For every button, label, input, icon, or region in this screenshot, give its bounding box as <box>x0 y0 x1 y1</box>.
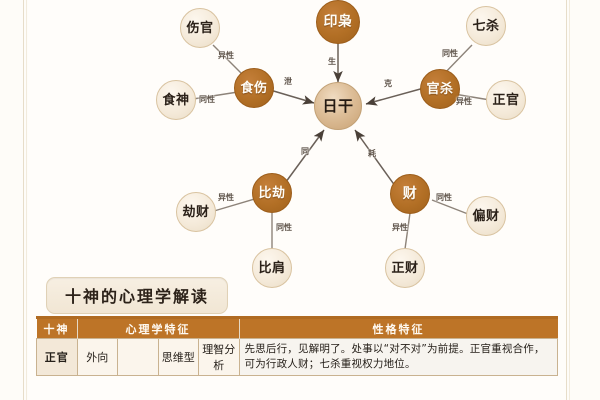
table-body: 正官 外向 思维型 理智分析 先思后行，见解明了。处事以“对不对”为前提。正官重… <box>36 338 558 376</box>
node-cai[interactable]: 财 <box>390 174 430 214</box>
node-label: 劫财 <box>182 204 210 220</box>
node-shishang[interactable]: 食伤 <box>234 68 274 108</box>
page-rule-left-inner <box>26 0 27 400</box>
content-canvas: 日干 印枭 生 食伤 泄 伤官 异性 食神 同性 官杀 克 <box>28 0 566 400</box>
node-label: 日干 <box>322 96 354 115</box>
node-zhengcai[interactable]: 正财 <box>385 248 425 288</box>
node-label: 七杀 <box>472 18 500 34</box>
node-label: 印枭 <box>323 14 353 30</box>
edge-label-tong: 同 <box>301 147 309 156</box>
edge-label-guansha-zhengguan: 异性 <box>456 97 472 106</box>
node-yinxiao[interactable]: 印枭 <box>316 0 360 44</box>
node-label: 食伤 <box>240 80 268 96</box>
section-title-psychology-reading: 十神的心理学解读 <box>46 277 229 314</box>
table-header-shishen: 十神 <box>36 319 78 339</box>
node-label: 正财 <box>391 260 419 276</box>
cell-type: 思维型 <box>157 338 199 376</box>
node-label: 比肩 <box>258 260 286 276</box>
ten-gods-table-wrapper: 十神 心理学特征 性格特征 正官 外向 思维型 理智分析 先思后行，见解明了。处… <box>36 316 558 376</box>
edge-label-bijie-jiecai: 异性 <box>218 193 234 202</box>
node-zhengguan[interactable]: 正官 <box>486 80 526 120</box>
cell-blank <box>117 338 159 376</box>
edge-label-xie: 泄 <box>284 77 292 86</box>
node-label: 财 <box>402 186 418 202</box>
node-bijian[interactable]: 比肩 <box>252 248 292 288</box>
node-label: 官杀 <box>426 81 454 97</box>
cell-mode: 理智分析 <box>198 338 240 376</box>
edge-label-sheng: 生 <box>328 57 336 66</box>
node-label: 偏财 <box>472 208 500 224</box>
edge-label-cai-zhengcai: 异性 <box>392 223 408 232</box>
table-header-row: 十神 心理学特征 性格特征 <box>36 319 558 339</box>
node-piancai[interactable]: 偏财 <box>466 196 506 236</box>
node-hub-riGan[interactable]: 日干 <box>314 82 362 130</box>
ten-gods-relationship-diagram: 日干 印枭 生 食伤 泄 伤官 异性 食神 同性 官杀 克 <box>28 0 566 288</box>
page-rule-right-inner <box>569 0 570 400</box>
page-rule-left-outer <box>23 0 24 400</box>
cell-description: 先思后行，见解明了。处事以“对不对”为前提。正官重视合作，可为行政人财；七杀重视… <box>238 338 558 376</box>
edge-label-hao: 耗 <box>368 149 376 158</box>
node-shishen[interactable]: 食神 <box>156 80 196 120</box>
edge-label-bijie-bijian: 同性 <box>276 223 292 232</box>
edge-label-shishang-shangguan: 异性 <box>218 51 234 60</box>
cell-orientation: 外向 <box>76 338 118 376</box>
node-bijie[interactable]: 比劫 <box>252 173 292 213</box>
node-qisha[interactable]: 七杀 <box>466 6 506 46</box>
node-label: 伤官 <box>186 20 214 36</box>
edge-label-ke: 克 <box>384 79 392 88</box>
node-jiecai[interactable]: 劫财 <box>176 192 216 232</box>
page-rule-right-outer <box>566 0 567 400</box>
table-header-personality-traits: 性格特征 <box>239 319 558 339</box>
table-header-psych-traits: 心理学特征 <box>77 319 240 339</box>
node-guansha[interactable]: 官杀 <box>420 69 460 109</box>
node-shangguan[interactable]: 伤官 <box>180 8 220 48</box>
table-head: 十神 心理学特征 性格特征 <box>36 319 558 339</box>
node-label: 比劫 <box>258 185 286 201</box>
edge-label-guansha-qisha: 同性 <box>442 49 458 58</box>
edge-label-shishang-shishen: 同性 <box>199 95 215 104</box>
section-title-text: 十神的心理学解读 <box>65 287 210 306</box>
ten-gods-table: 十神 心理学特征 性格特征 正官 外向 思维型 理智分析 先思后行，见解明了。处… <box>36 319 558 376</box>
cell-shishen: 正官 <box>36 338 78 376</box>
table-row[interactable]: 正官 外向 思维型 理智分析 先思后行，见解明了。处事以“对不对”为前提。正官重… <box>36 338 558 376</box>
node-label: 食神 <box>162 92 190 108</box>
node-label: 正官 <box>492 92 520 108</box>
edge-label-cai-piancai: 同性 <box>436 193 452 202</box>
